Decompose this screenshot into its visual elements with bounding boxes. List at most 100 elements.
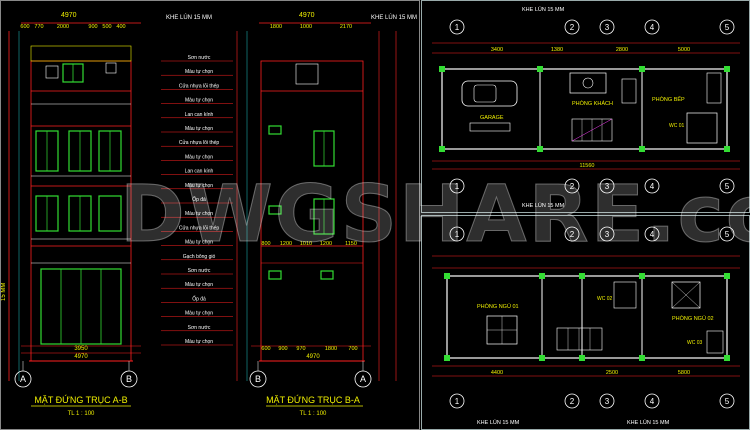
material-label: Ốp đá <box>192 295 206 302</box>
axis-label: 1 <box>455 230 460 239</box>
axis-label: 3 <box>605 182 610 191</box>
axis-bubble <box>719 19 735 35</box>
dimension-text: 3950 <box>74 346 88 352</box>
axis-bubble <box>564 226 580 242</box>
dimension-text: 11560 <box>580 163 595 169</box>
dimension-text: 500 <box>102 24 111 30</box>
axis-label: 2 <box>570 182 575 191</box>
title-elevation-b-a: MẶT ĐỨNG TRỤC B-A <box>266 395 360 405</box>
structural-column <box>579 273 585 279</box>
axis-bubble <box>599 178 615 194</box>
room-bedroom-02: PHÒNG NGỦ 02 <box>672 315 714 322</box>
dimension-text: 1200 <box>320 241 332 247</box>
structural-column <box>539 355 545 361</box>
sofa-icon <box>569 72 607 94</box>
room-wc-03: WC 03 <box>687 340 703 346</box>
structural-column <box>639 146 645 152</box>
axis-bubble <box>449 393 465 409</box>
dimension-text: 970 <box>296 346 305 352</box>
dimension-text: 4970 <box>306 354 320 360</box>
khe-lun-label-1: KHE LÚN 15 MM <box>166 14 212 21</box>
axis-bubble <box>449 226 465 242</box>
material-label: Sơn nước <box>188 325 211 331</box>
dimension-text: 1000 <box>300 24 312 30</box>
material-label: Màu tự chọn <box>185 69 213 75</box>
dimension-text: 770 <box>34 24 43 30</box>
axis-bubble <box>719 226 735 242</box>
bottom-plan-columns <box>444 273 730 361</box>
structural-column <box>537 146 543 152</box>
dimension-text: 4970 <box>74 354 88 360</box>
car-icon <box>461 80 518 107</box>
axis-label: 4 <box>650 397 655 406</box>
axis-label: 3 <box>605 230 610 239</box>
dimension-text: 1380 <box>551 47 563 53</box>
material-label: Cửa nhựa lõi thép <box>179 139 220 146</box>
svg-text:B: B <box>255 374 261 384</box>
axis-label: 5 <box>725 23 730 32</box>
structural-column <box>639 273 645 279</box>
dimension-text: 4400 <box>491 370 503 376</box>
stairs <box>571 118 613 142</box>
dimension-text: 400 <box>116 24 125 30</box>
material-label: Sơn nước <box>188 55 211 61</box>
structural-column <box>439 66 445 72</box>
dimension-text: 1010 <box>300 241 312 247</box>
dimension-text: 600 <box>261 346 270 352</box>
material-label: Màu tự chọn <box>185 311 213 317</box>
title-elevation-a-b: MẶT ĐỨNG TRỤC A-B <box>34 395 127 405</box>
material-label: Lan can kính <box>185 112 214 118</box>
structural-column <box>444 355 450 361</box>
dimension-text: 1800 <box>325 346 337 352</box>
khe-lun-label-2: KHE LÚN 15 MM <box>371 14 417 21</box>
structural-column <box>724 66 730 72</box>
svg-text:B: B <box>126 374 132 384</box>
axis-bubble <box>599 19 615 35</box>
material-label: Màu tự chọn <box>185 211 213 217</box>
svg-text:A: A <box>20 374 26 384</box>
dimension-text: 600 <box>20 24 29 30</box>
axis-bubble <box>719 178 735 194</box>
material-label: Ốp đá <box>192 196 206 203</box>
dimension-text: 5000 <box>678 47 690 53</box>
room-wc-02: WC 02 <box>597 296 613 302</box>
dimension-text: 5800 <box>678 370 690 376</box>
room-wc-01: WC 01 <box>669 123 685 129</box>
axis-bubble <box>644 226 660 242</box>
stairs-upper <box>556 327 603 351</box>
axis-label: 1 <box>455 182 460 191</box>
axis-bubble <box>644 393 660 409</box>
svg-text:A: A <box>360 374 366 384</box>
material-label: Màu tự chọn <box>185 98 213 104</box>
elevation-panel: 4970 KHE LÚN 15 MM 4970 KHE LÚN 15 MM 60… <box>0 0 420 430</box>
axis-bubble <box>719 393 735 409</box>
scale-elevation-b-a: TL 1 : 100 <box>300 411 327 417</box>
structural-column <box>439 146 445 152</box>
dimension-text: 800 <box>261 241 270 247</box>
axis-label: 4 <box>650 182 655 191</box>
room-living: PHÒNG KHÁCH <box>572 100 613 107</box>
elevation-drawing: 4970 KHE LÚN 15 MM 4970 KHE LÚN 15 MM 60… <box>1 12 417 417</box>
structural-column <box>537 66 543 72</box>
dimension-text: 2000 <box>57 24 69 30</box>
room-kitchen: PHÒNG BẾP <box>652 96 685 103</box>
top-plan-columns <box>439 66 730 152</box>
material-label: Màu tự chọn <box>185 126 213 132</box>
structural-column <box>724 355 730 361</box>
axis-bubble-b-left: B <box>120 361 138 388</box>
khe-lun-top: KHE LÚN 15 MM <box>522 6 565 13</box>
